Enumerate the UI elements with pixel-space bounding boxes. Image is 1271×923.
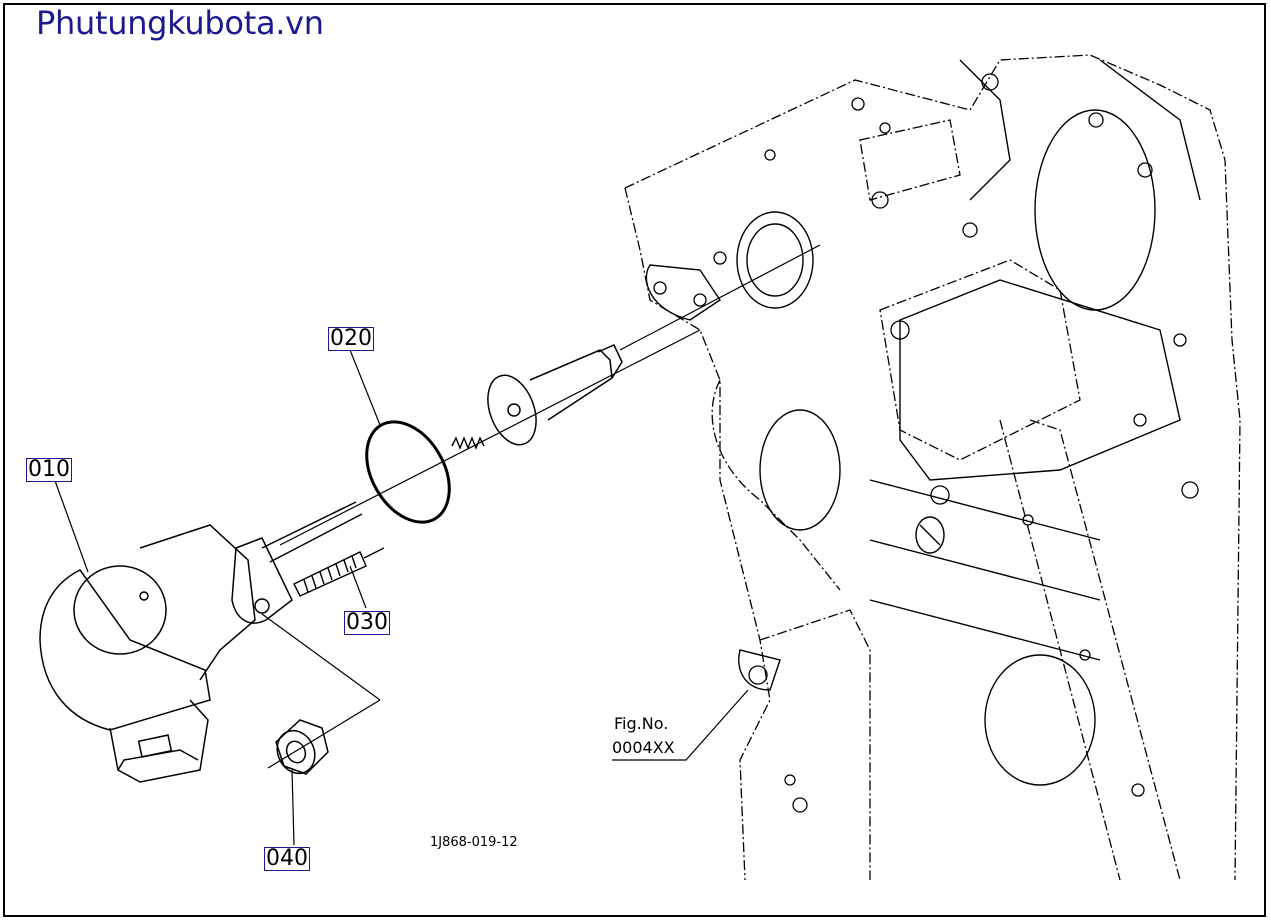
engine-holes: [653, 73, 1199, 813]
callout-010[interactable]: 010: [26, 457, 72, 482]
watermark-logo: Phutungkubota.vn: [36, 4, 324, 42]
part-040-nut: [275, 719, 329, 775]
figure-ref-number[interactable]: 0004XX: [612, 738, 675, 757]
callout-030[interactable]: 030: [344, 610, 390, 635]
figure-ref-label: Fig.No.: [614, 714, 669, 733]
part-030-spring: [293, 547, 385, 597]
engine-block: [624, 54, 1241, 881]
small-spring: [451, 436, 485, 450]
valve-plunger: [487, 344, 623, 446]
drawing-code: 1J868-019-12: [430, 835, 518, 850]
part-020-oring: [365, 420, 451, 524]
engine-block-solid: [645, 59, 1201, 786]
part-010-valve: [39, 501, 363, 783]
callout-040[interactable]: 040: [264, 846, 310, 871]
outer-border: [3, 3, 1266, 917]
leader-lines: [53, 244, 821, 846]
callout-020[interactable]: 020: [328, 326, 374, 351]
